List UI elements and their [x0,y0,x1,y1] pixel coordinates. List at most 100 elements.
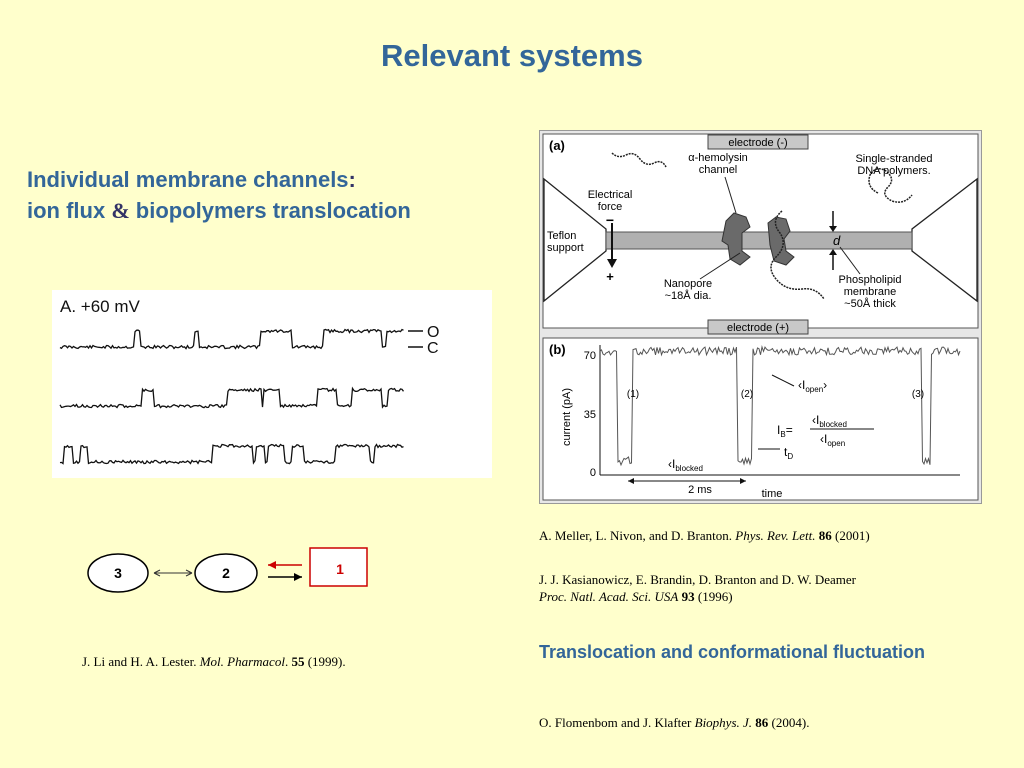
membrane-label-1: Phospholipid [839,274,902,286]
state-1-box [309,547,368,587]
subheading: Individual membrane channels: ion flux &… [27,164,411,226]
phospholipid-membrane [605,231,913,250]
reference-kasianowicz-volume: 93 [681,589,695,604]
current-axis-label: current (pA) [561,388,573,446]
electrode-top-box [707,134,809,150]
reference-li: J. Li and H. A. Lester. Mol. Pharmacol. … [82,653,346,670]
panel-a-frame [542,133,979,329]
ib-denominator: ‹Iopen [820,432,845,448]
hemolysin-label-2: channel [699,164,738,176]
thickness-arrowhead-bottom [829,249,837,255]
i-blocked-subscript: blocked [675,464,703,473]
nanopore-label-2: ~18Å dia. [665,289,712,302]
force-label-2: force [598,201,622,213]
td-label: tD [784,445,793,461]
dna-strand-translocating [770,210,825,300]
membrane-thickness-d: d [833,233,841,248]
thickness-arrowhead-top [829,226,837,232]
panel-b-frame [542,337,979,501]
state-2-node [194,553,258,593]
subheading-line-2: ion flux & biopolymers translocation [27,195,411,226]
teflon-support-left [543,177,607,303]
ssdna-label-1: Single-stranded [855,153,932,165]
dna-strand-right [868,168,913,203]
ib-formula-lhs: IB= [777,423,793,439]
reference-meller-year: (2001) [831,528,870,543]
event-1-label: (1) [627,389,639,400]
nanopore-label-1: Nanopore [664,278,712,290]
reference-li-authors: J. Li and H. A. Lester. [82,654,200,669]
reference-flomenbom-year: (2004). [768,715,810,730]
panel-b-tag: (b) [549,342,566,357]
panel-a-tag: (a) [549,138,565,153]
y-tick-35: 35 [584,409,596,421]
arrowhead-1-to-2 [268,561,276,569]
channel-recording-figure: A. +60 mV O C [52,290,492,478]
state-1-label: 1 [336,561,344,577]
open-level-label: O [427,324,439,341]
ib-lhs-symbol: I [777,423,780,437]
i-blocked-symbol: ‹I [668,457,675,471]
pore-current-trace [599,345,961,467]
subheading-line-1: Individual membrane channels: [27,164,411,195]
reference-meller-volume: 86 [818,528,832,543]
hemolysin-channel-left [721,212,751,266]
reference-li-sep: . [284,654,292,669]
ib-equals: = [786,423,793,437]
reference-kasianowicz-authors: J. J. Kasianowicz, E. Brandin, D. Branto… [539,572,856,587]
recording-trace-2 [59,386,405,409]
y-tick-70: 70 [584,350,596,362]
y-tick-0: 0 [590,467,596,479]
force-arrowhead [607,259,617,268]
time-axis-label: time [762,488,783,500]
reference-flomenbom-volume: 86 [755,715,769,730]
subheading-line-1-text: Individual membrane channels [27,167,349,192]
recording-label: A. +60 mV [60,297,141,316]
teflon-label-2: support [547,242,584,254]
dna-strand-top-left [611,152,667,168]
i-open-subscript: open [805,385,823,394]
teflon-support-right [911,177,978,303]
arrowhead-2-to-1 [294,573,302,581]
reference-li-journal: Mol. Pharmacol [199,654,285,669]
electrode-bottom-box [707,319,809,335]
force-label-1: Electrical [588,189,633,201]
membrane-pointer [839,246,861,275]
slide-title: Relevant systems [381,38,643,73]
subheading-colon: : [348,167,356,192]
reference-kasianowicz: J. J. Kasianowicz, E. Brandin, D. Branto… [539,571,856,605]
recording-trace-1 [59,328,404,350]
event-3-label: (3) [912,389,924,400]
scale-bar-label: 2 ms [688,484,712,496]
reference-li-year: (1999). [304,654,346,669]
hemolysin-pointer [724,176,737,214]
force-plus: + [606,269,614,284]
ib-denominator-subscript: open [827,439,845,448]
hemolysin-label-1: α-hemolysin [688,152,748,164]
reference-flomenbom-authors: O. Flomenbom and J. Klafter [539,715,695,730]
i-open-label: ‹Iopen› [798,378,827,394]
kinetic-scheme-svg: 3 2 1 [87,547,368,593]
ib-numerator-subscript: blocked [819,420,847,429]
electrode-bottom-label: electrode (+) [727,322,789,334]
event-2-label: (2) [741,389,753,400]
subheading-ampersand: & [111,198,130,223]
i-open-symbol: ‹I [798,378,805,392]
ib-denominator-symbol: ‹I [820,432,827,446]
reference-flomenbom: O. Flomenbom and J. Klafter Biophys. J. … [539,714,809,731]
i-blocked-label: ‹Iblocked [668,457,703,473]
teflon-label-1: Teflon [547,230,576,242]
ib-numerator: ‹Iblocked [812,413,847,429]
ib-lhs-subscript: B [780,430,785,439]
td-symbol: t [784,445,788,459]
state-3-label: 3 [114,565,122,581]
ssdna-label-2: DNA polymers. [857,165,930,177]
reference-meller-authors: A. Meller, L. Nivon, and D. Branton. [539,528,736,543]
nanopore-figure: (a) electrode (-) α-hemolysin channel Si… [539,130,982,504]
membrane-label-2: membrane [844,286,897,298]
subheading-line-2-a: ion flux [27,198,112,223]
td-subscript: D [787,452,793,461]
reference-kasianowicz-journal: Proc. Natl. Acad. Sci. USA [539,589,679,604]
channel-recording-svg: A. +60 mV O C [59,297,439,465]
reference-kasianowicz-year: (1996) [694,589,733,604]
